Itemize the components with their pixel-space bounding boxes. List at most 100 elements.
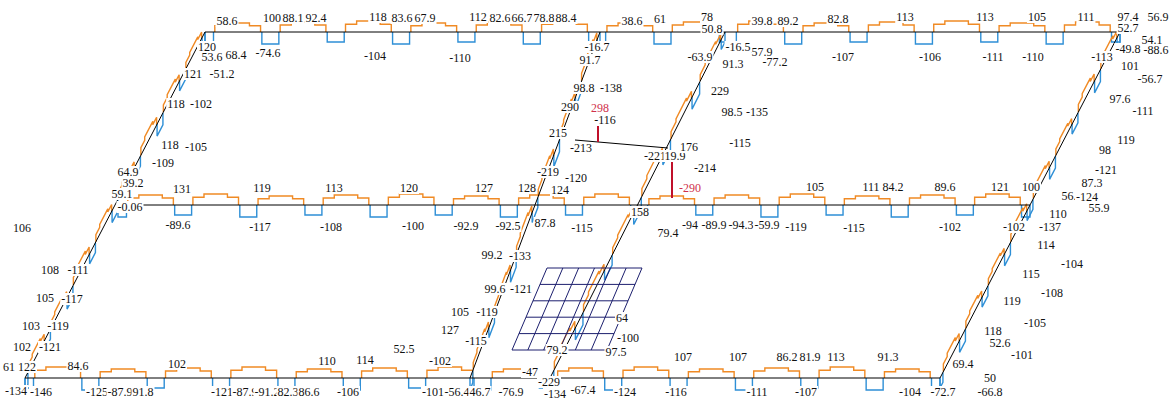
positive-moment <box>819 367 865 378</box>
moment-value: 176 <box>679 141 699 153</box>
moment-value: 97.5 <box>605 346 628 358</box>
moment-value: 52.6 <box>989 337 1012 349</box>
moment-value: -94.3 <box>728 219 755 231</box>
moment-value: 61 <box>653 13 667 25</box>
moment-value: 112 <box>468 11 488 23</box>
moment-value: -121 <box>509 283 533 295</box>
positive-moment <box>323 195 369 205</box>
moment-value: 52.5 <box>393 343 416 355</box>
negative-moment <box>981 32 998 42</box>
negative-moment <box>262 32 279 44</box>
moment-value: -106 <box>918 51 942 63</box>
moment-value: -89.6 <box>165 219 192 231</box>
moment-value: -121 <box>38 341 62 353</box>
moment-value: 97.6 <box>1109 93 1132 105</box>
moment-value: -119 <box>46 320 70 332</box>
moment-value: -110 <box>448 52 472 64</box>
moment-value: -74.6 <box>255 47 282 59</box>
moment-value: 108 <box>40 264 60 276</box>
moment-value: -107 <box>794 386 818 398</box>
moment-value: 98.5 <box>721 106 744 118</box>
moment-value: 38.6 <box>621 15 644 27</box>
negative-moment <box>866 378 883 390</box>
moment-value: -105 <box>184 141 208 153</box>
negative-moment <box>785 32 802 44</box>
positive-moment <box>258 196 304 205</box>
moment-value: 82.6 <box>489 12 512 24</box>
moment-value: -66.8 <box>977 386 1004 398</box>
moment-value: -121 <box>1094 164 1118 176</box>
moment-value: -137 <box>1038 221 1062 233</box>
moment-value: 79.4 <box>657 227 680 239</box>
negative-moment <box>891 205 908 217</box>
moment-value: -72.7 <box>930 386 957 398</box>
negative-moment <box>240 205 257 217</box>
moment-value: 56.9 <box>1147 11 1170 23</box>
moment-value: 103 <box>21 320 41 332</box>
negative-moment <box>956 205 973 215</box>
moment-value: 52.7 <box>1117 22 1140 34</box>
moment-value: 81.9 <box>799 351 822 363</box>
moment-value: 86.6 <box>298 386 321 398</box>
moment-value: -77.2 <box>762 56 789 68</box>
negative-moment <box>500 205 517 217</box>
moment-value: -101 <box>1010 349 1034 361</box>
negative-moment <box>523 32 540 44</box>
moment-value: -0.06 <box>117 201 144 213</box>
moment-value: 118 <box>166 98 186 110</box>
moment-value: -119 <box>784 221 808 233</box>
positive-moment <box>844 196 890 205</box>
beam-line <box>470 32 600 378</box>
moment-value: -116 <box>593 114 617 126</box>
moment-value: 118 <box>368 11 388 23</box>
moment-value: -49.8 <box>1115 43 1142 55</box>
moment-value: -101 <box>421 386 445 398</box>
moment-value: -102 <box>189 98 213 110</box>
positive-moment <box>453 196 499 205</box>
negative-moment <box>435 205 452 215</box>
moment-value: -56.4 <box>444 386 471 398</box>
moment-value: 50 <box>983 372 997 384</box>
positive-moment <box>558 368 604 378</box>
negative-moment <box>393 32 410 44</box>
moment-value: 113 <box>975 11 995 23</box>
moment-value: -102 <box>1002 221 1026 233</box>
moment-value: -104 <box>898 386 922 398</box>
moment-value: -92.9 <box>453 220 480 232</box>
moment-value: -115 <box>570 222 594 234</box>
moment-value: -113 <box>1090 51 1114 63</box>
negative-moment <box>915 32 932 44</box>
moment-value: 50.8 <box>701 23 724 35</box>
moment-value: 121 <box>990 181 1010 193</box>
positive-moment <box>388 194 434 205</box>
moment-value: 105 <box>805 181 825 193</box>
moment-value: -87.9 <box>107 386 134 398</box>
moment-value: 82.8 <box>827 13 850 25</box>
positive-moment <box>688 369 734 378</box>
moment-value: 102 <box>167 358 187 370</box>
moment-value: 91.3 <box>877 351 900 363</box>
positive-moment <box>975 194 1021 205</box>
negative-moment <box>960 329 966 352</box>
moment-value: 107 <box>728 351 748 363</box>
moment-value: -104 <box>363 50 387 62</box>
negative-moment <box>1050 156 1056 179</box>
positive-moment <box>779 194 825 205</box>
opening-edge <box>671 160 673 198</box>
moment-value: 102 <box>12 341 32 353</box>
moment-value: 82.3 <box>277 386 300 398</box>
negative-moment <box>566 205 583 215</box>
moment-value: -100 <box>401 220 425 232</box>
moment-value: -117 <box>248 221 272 233</box>
moment-value: -213 <box>569 142 593 154</box>
mesh-line <box>512 268 547 350</box>
moment-value: 100 <box>1021 181 1041 193</box>
moment-value: 88.1 <box>282 12 305 24</box>
positive-moment <box>519 195 565 205</box>
positive-moment <box>909 195 955 205</box>
moment-value: -134 <box>4 385 28 397</box>
moment-value: -109 <box>151 157 175 169</box>
moment-value: 114 <box>355 354 375 366</box>
moment-value: 83.6 <box>391 12 414 24</box>
mesh-line <box>607 268 642 350</box>
